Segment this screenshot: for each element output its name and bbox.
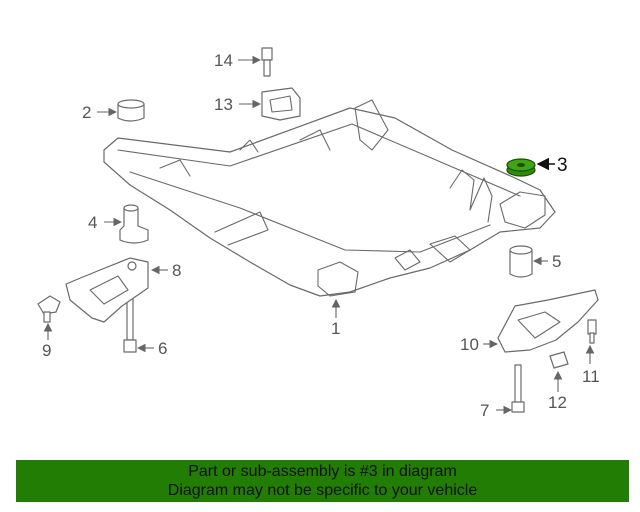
callout-6: 6	[158, 339, 167, 358]
callout-leaders	[43, 55, 595, 415]
footer-banner: Part or sub-assembly is #3 in diagram Di…	[16, 460, 629, 502]
mount-part-5[interactable]	[509, 245, 533, 278]
callout-1: 1	[331, 319, 340, 338]
callout-3: 3	[557, 155, 568, 176]
parts-diagram: 2 3 4 5 8 6 7 9 10 11 12 13 14 1	[37, 47, 600, 420]
footer-line-disclaimer: Diagram may not be specific to your vehi…	[167, 482, 478, 499]
mount-part-4[interactable]	[119, 204, 149, 244]
bolt-part-6[interactable]	[123, 295, 137, 353]
subframe-part-1[interactable]	[103, 99, 556, 297]
bolt-part-11[interactable]	[587, 319, 597, 344]
bolt-part-7[interactable]	[511, 364, 525, 413]
callout-5: 5	[552, 252, 561, 271]
callout-7: 7	[480, 401, 489, 420]
callout-8: 8	[172, 261, 181, 280]
callout-10: 10	[460, 335, 479, 354]
mount-part-13[interactable]	[261, 87, 301, 121]
cushion-part-3[interactable]	[506, 158, 536, 177]
callout-11: 11	[582, 367, 600, 386]
bracket-part-10[interactable]	[497, 289, 599, 353]
bolt-part-14[interactable]	[261, 47, 273, 77]
callout-2: 2	[82, 103, 91, 122]
bolt-part-9[interactable]	[37, 295, 61, 323]
callout-13: 13	[214, 95, 233, 114]
callout-4: 4	[88, 213, 97, 232]
bracket-part-8[interactable]	[65, 257, 149, 323]
nut-part-12[interactable]	[549, 351, 569, 369]
bushing-part-2[interactable]	[117, 99, 145, 122]
callout-12: 12	[548, 393, 567, 412]
callout-9: 9	[42, 341, 51, 360]
footer-line-part-number: Part or sub-assembly is #3 in diagram	[188, 463, 457, 480]
callout-14: 14	[214, 51, 233, 70]
